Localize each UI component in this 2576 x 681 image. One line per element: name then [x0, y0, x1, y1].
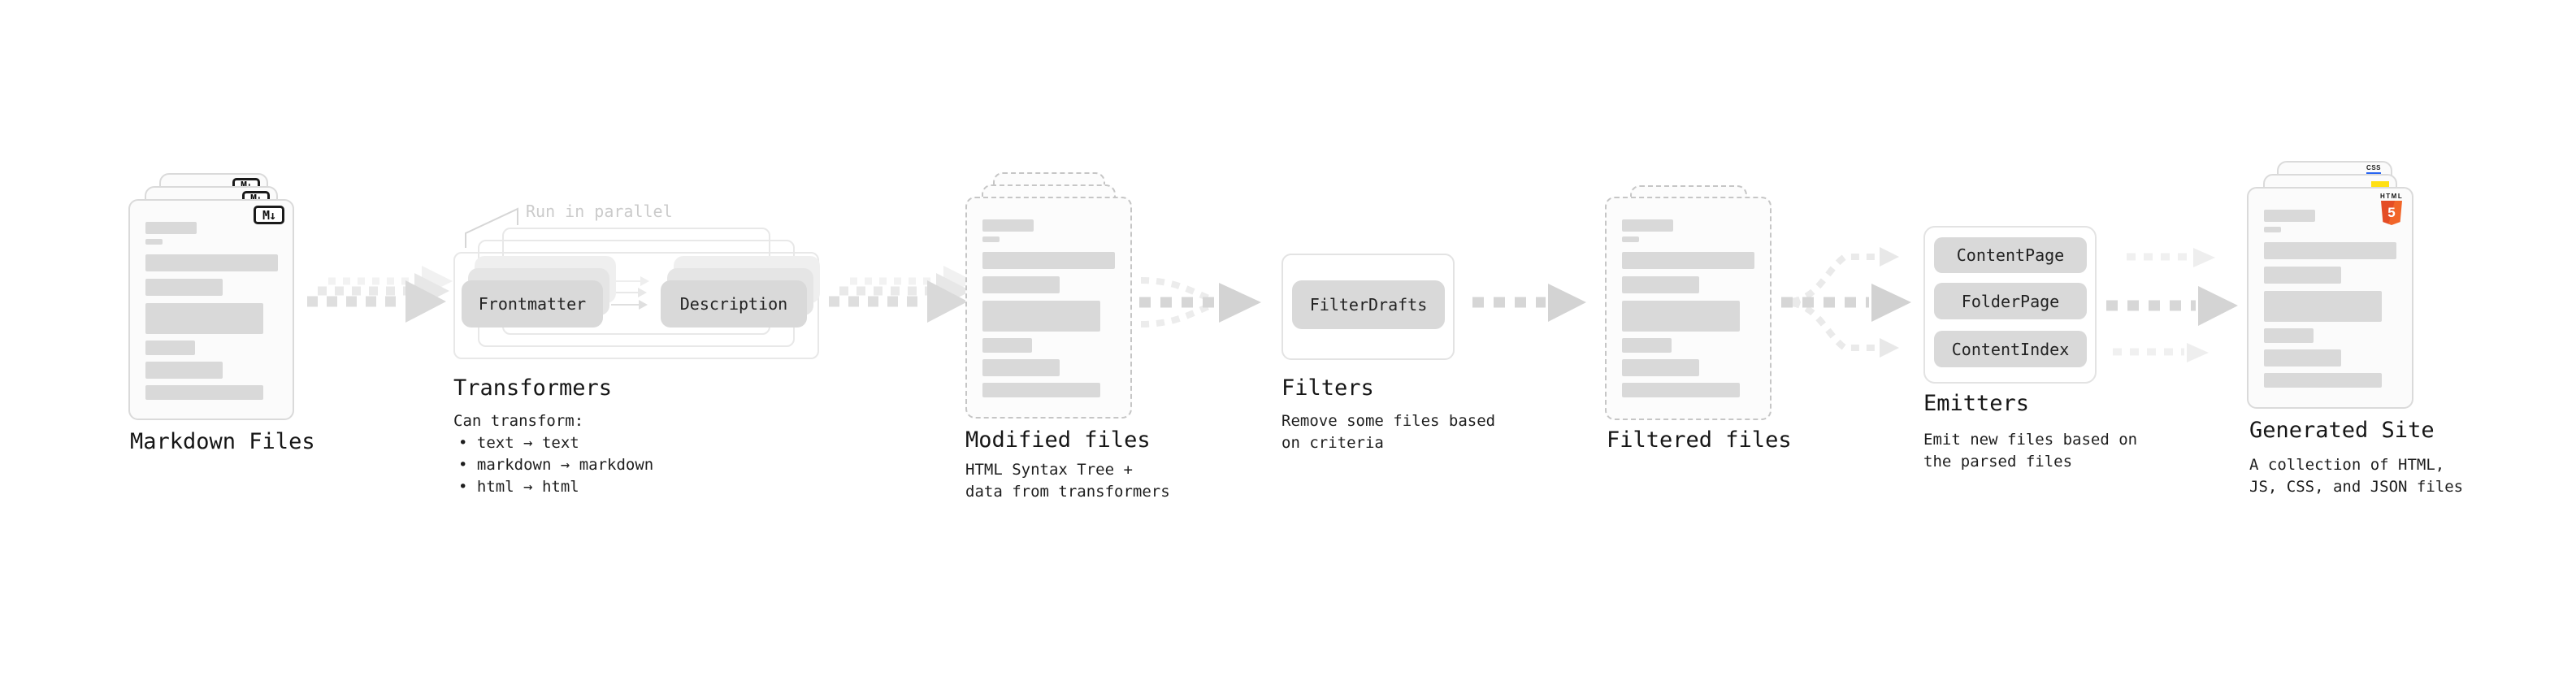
arrow-filtered-to-emitters	[1781, 247, 1911, 358]
stage-label-filtered-files: Filtered files	[1607, 427, 1792, 453]
generated-site-desc: A collection of HTML, JS, CSS, and JSON …	[2249, 454, 2463, 498]
placeholder-line	[1622, 383, 1740, 397]
modified-files-desc: HTML Syntax Tree + data from transformer…	[965, 459, 1170, 503]
desc-line: Emit new files based on	[1923, 431, 2138, 449]
html5-logo-icon: HTML 5	[2380, 193, 2403, 225]
emitter-content-index-pill: ContentIndex	[1934, 331, 2087, 367]
stage-label-generated-site: Generated Site	[2249, 418, 2435, 443]
emitter-folder-page-pill: FolderPage	[1934, 283, 2087, 319]
modified-file-card-front	[965, 197, 1132, 419]
arrow-filters-to-filtered	[1472, 284, 1586, 322]
file-content-placeholder	[1622, 219, 1754, 397]
desc-line: JS, CSS, and JSON files	[2249, 478, 2464, 496]
filtered-file-card-front	[1605, 197, 1772, 420]
file-content-placeholder	[145, 222, 278, 400]
placeholder-line	[2264, 227, 2281, 232]
arrow-transformers-to-modified	[829, 266, 974, 323]
desc-line: Remove some files based	[1281, 412, 1496, 430]
placeholder-line	[1622, 338, 1672, 353]
markdown-file-card-front: M↓	[128, 199, 294, 420]
filters-desc: Remove some files based on criteria	[1281, 410, 1495, 454]
placeholder-line	[2264, 210, 2315, 222]
file-content-placeholder	[2264, 210, 2396, 388]
placeholder-line	[145, 362, 223, 379]
placeholder-line	[982, 252, 1115, 269]
placeholder-line	[1622, 219, 1673, 232]
stage-label-emitters: Emitters	[1923, 391, 2030, 416]
transformer-description-pill: Description	[661, 280, 807, 327]
desc-line: HTML Syntax Tree +	[965, 461, 1133, 479]
placeholder-line	[1622, 359, 1699, 376]
arrow-modified-to-filters	[1139, 277, 1261, 327]
bullet-item: • markdown → markdown	[458, 456, 654, 474]
placeholder-line	[982, 276, 1060, 293]
transformers-desc-title: Can transform:	[453, 412, 584, 430]
stage-label-modified-files: Modified files	[965, 427, 1151, 453]
placeholder-line	[145, 385, 263, 400]
bullet-item: • html → html	[458, 478, 579, 496]
placeholder-line	[1622, 276, 1699, 293]
placeholder-line	[982, 359, 1060, 376]
placeholder-line	[145, 222, 197, 234]
filters-box	[1281, 254, 1455, 360]
generated-file-card-front: HTML 5	[2247, 187, 2413, 409]
placeholder-line	[145, 303, 263, 334]
placeholder-line	[982, 301, 1100, 332]
placeholder-line	[2264, 328, 2314, 343]
placeholder-line	[145, 340, 195, 355]
placeholder-line	[145, 239, 163, 245]
arrow-emitters-to-generated	[2106, 248, 2238, 362]
placeholder-line	[982, 338, 1032, 353]
run-in-parallel-note: Run in parallel	[526, 202, 673, 221]
desc-line: data from transformers	[965, 483, 1170, 501]
markdown-icon: M↓	[254, 206, 284, 224]
emitter-content-page-pill: ContentPage	[1934, 237, 2087, 273]
stage-label-markdown-files: Markdown Files	[130, 429, 315, 454]
placeholder-line	[1622, 301, 1740, 332]
transformers-bullets: • text → text • markdown → markdown • ht…	[458, 432, 653, 498]
desc-line: the parsed files	[1923, 453, 2073, 471]
placeholder-line	[2264, 291, 2382, 322]
filter-drafts-pill: FilterDrafts	[1292, 280, 1445, 329]
file-content-placeholder	[982, 219, 1115, 397]
placeholder-line	[2264, 349, 2341, 367]
stage-label-filters: Filters	[1281, 375, 1374, 401]
emitters-desc: Emit new files based on the parsed files	[1923, 429, 2137, 473]
arrow-markdown-to-transformers	[307, 266, 453, 323]
placeholder-line	[2264, 242, 2396, 259]
bullet-item: • text → text	[458, 434, 579, 452]
transformer-frontmatter-pill: Frontmatter	[462, 280, 603, 327]
placeholder-line	[982, 383, 1100, 397]
desc-line: on criteria	[1281, 434, 1384, 452]
placeholder-line	[2264, 373, 2382, 388]
stage-label-transformers: Transformers	[453, 375, 613, 401]
placeholder-line	[982, 236, 1000, 242]
desc-line: A collection of HTML,	[2249, 456, 2445, 474]
placeholder-line	[982, 219, 1034, 232]
placeholder-line	[2264, 267, 2341, 284]
placeholder-line	[145, 254, 278, 271]
emitters-box	[1923, 226, 2097, 384]
placeholder-line	[1622, 252, 1754, 269]
placeholder-line	[145, 279, 223, 296]
html5-shield: 5	[2381, 201, 2402, 225]
placeholder-line	[1622, 236, 1639, 242]
